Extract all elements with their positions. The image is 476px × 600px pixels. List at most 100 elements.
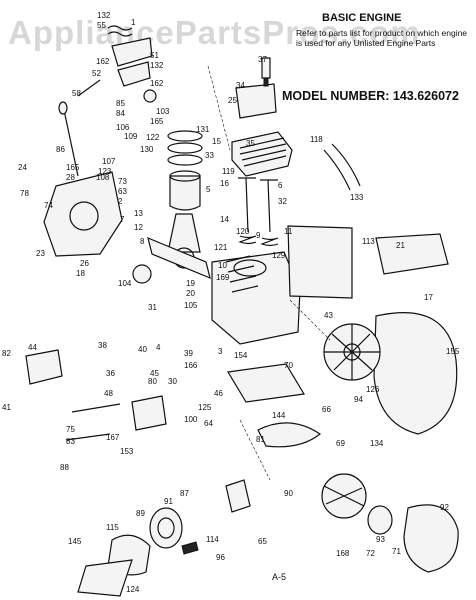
callout-label: 58 — [72, 89, 81, 98]
callout-label: 70 — [284, 361, 293, 370]
callout-label: 41 — [2, 403, 11, 412]
part-governor-link — [117, 61, 151, 87]
callout-label: 122 — [146, 133, 160, 142]
callout-label: 88 — [60, 463, 69, 472]
callout-label: 48 — [104, 389, 113, 398]
part-recoil-teeth — [323, 485, 365, 507]
callout-label: 32 — [278, 197, 287, 206]
callout-label: 52 — [92, 69, 101, 78]
part-spark-plug-tip — [263, 77, 269, 87]
part-connecting-rod — [167, 213, 201, 253]
callout-label: 165 — [150, 117, 164, 126]
callout-label: 123 — [98, 167, 112, 176]
part-dipstick-cap — [58, 101, 68, 115]
part-throttle-link — [65, 403, 121, 441]
callout-label: 155 — [446, 347, 460, 356]
callout-label: 39 — [184, 349, 193, 358]
callout-label: 108 — [96, 173, 110, 182]
page-code: A-5 — [272, 572, 287, 582]
callout-label: 129 — [272, 251, 286, 260]
callout-label: 8 — [140, 237, 145, 246]
part-bracket-top — [111, 37, 153, 67]
callout-label: 46 — [214, 389, 223, 398]
callout-label: 75 — [66, 425, 75, 434]
callout-label: 103 — [156, 107, 170, 116]
callout-label: 118 — [310, 135, 323, 144]
part-oil-shield — [257, 422, 322, 448]
part-muffler-plate — [25, 349, 63, 385]
callout-label: 40 — [138, 345, 147, 354]
part-block-fins — [225, 255, 259, 293]
callout-label: 144 — [272, 411, 286, 420]
callout-label: 55 — [97, 21, 106, 30]
callout-label: 17 — [424, 293, 433, 302]
callout-label: 19 — [186, 279, 195, 288]
part-base-gasket — [227, 363, 305, 403]
callout-label: 162 — [150, 79, 164, 88]
part-cylinder-bore — [233, 259, 267, 277]
callout-label: 33 — [205, 151, 214, 160]
callout-label: 37 — [258, 55, 267, 64]
callout-label: 120 — [236, 227, 250, 236]
callout-label: 5 — [206, 185, 211, 194]
callout-label: 93 — [376, 535, 385, 544]
callout-label: 4 — [156, 343, 161, 352]
callout-label: 113 — [362, 237, 375, 246]
callout-label: 80 — [148, 377, 157, 386]
callout-label: 1 — [131, 18, 136, 27]
callout-label: 63 — [118, 187, 127, 196]
callout-label: 38 — [98, 341, 107, 350]
callout-label: 90 — [284, 489, 293, 498]
callout-label: 168 — [336, 549, 350, 558]
callout-label: 145 — [68, 537, 82, 546]
part-breather-hose — [323, 143, 361, 191]
callout-label: 106 — [116, 123, 130, 132]
callout-label: 23 — [36, 249, 45, 258]
guide-line-2 — [289, 299, 331, 341]
callout-label: 133 — [350, 193, 364, 202]
callout-label: 85 — [116, 99, 125, 108]
part-piston — [169, 175, 201, 211]
callout-label: 73 — [118, 177, 127, 186]
part-recoil-housing — [403, 504, 459, 573]
callout-label: 126 — [366, 385, 380, 394]
part-air-filter-element — [375, 233, 449, 275]
callout-label: 36 — [106, 369, 115, 378]
part-blower-housing — [373, 312, 458, 435]
callout-label: 3 — [218, 347, 223, 356]
callout-label: 11 — [284, 227, 293, 236]
callout-label: 15 — [212, 137, 221, 146]
callout-label: 7 — [120, 215, 125, 224]
part-pin-145 — [181, 541, 199, 555]
callout-label: 16 — [220, 179, 229, 188]
callout-label: 25 — [228, 96, 237, 105]
callout-label: 34 — [236, 81, 245, 90]
callout-label: 86 — [56, 145, 65, 154]
callout-label: 78 — [20, 189, 29, 198]
callout-label: 44 — [28, 343, 37, 352]
callout-label: 14 — [220, 215, 229, 224]
callout-label: 165 — [66, 163, 80, 172]
part-engine-block — [211, 251, 301, 345]
callout-label: 2 — [118, 197, 123, 206]
part-valve-exhaust — [260, 179, 278, 233]
part-crankcase-cover — [43, 171, 123, 257]
part-recoil-cup — [367, 505, 393, 535]
callout-label: 18 — [76, 269, 85, 278]
diagram-title: BASIC ENGINE — [322, 12, 402, 24]
callout-label: 64 — [204, 419, 213, 428]
part-ring-2 — [167, 142, 203, 154]
part-dipstick — [63, 109, 79, 177]
part-carburetor — [131, 395, 167, 431]
callout-label: 13 — [134, 209, 143, 218]
callout-label: 12 — [134, 223, 143, 232]
part-air-filter-housing — [287, 225, 353, 299]
callout-label: 92 — [440, 503, 449, 512]
callout-label: 131 — [196, 125, 210, 134]
callout-label: 154 — [234, 351, 248, 360]
callout-label: 94 — [354, 395, 363, 404]
callout-label: 30 — [168, 377, 177, 386]
callout-label: 87 — [180, 489, 189, 498]
part-valve-intake — [238, 177, 256, 233]
part-ring-3 — [167, 154, 203, 166]
